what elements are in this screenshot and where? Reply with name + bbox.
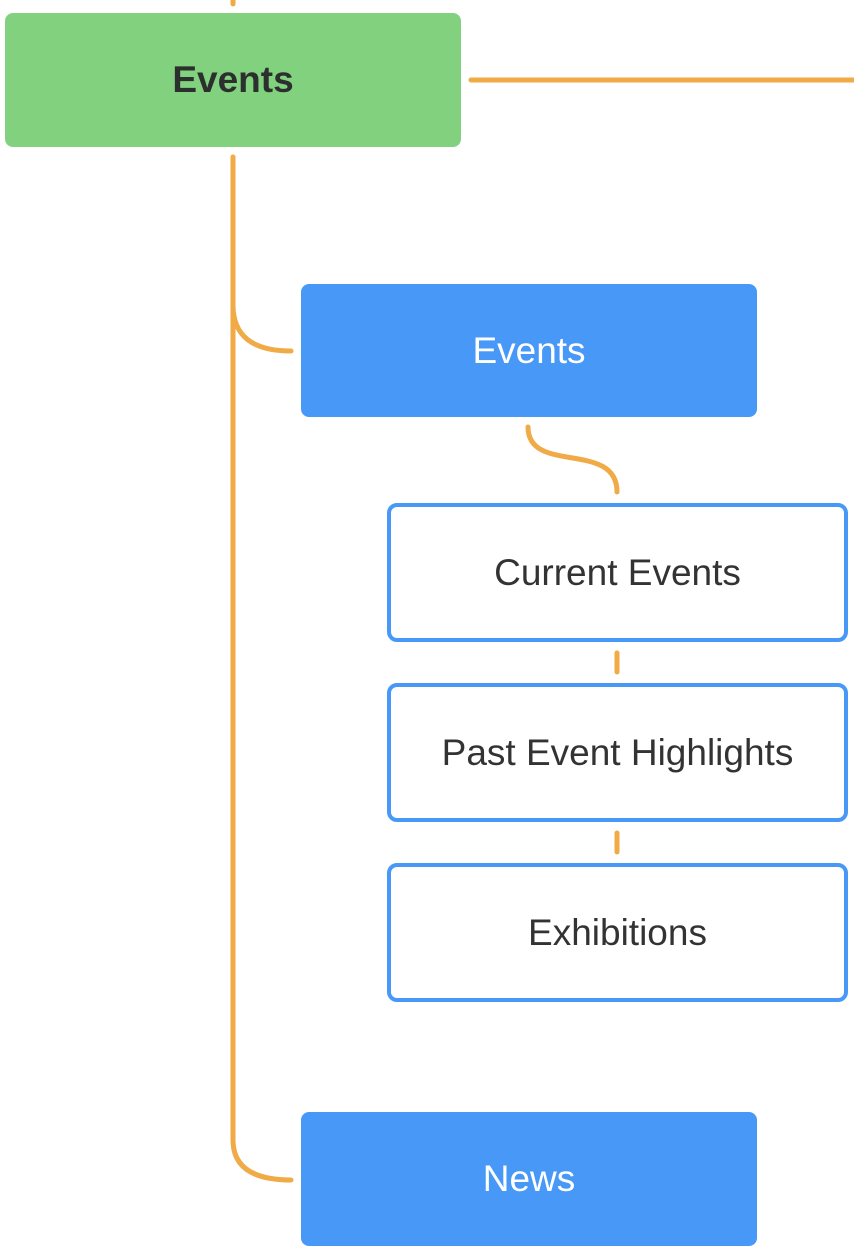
node-label: Events <box>472 329 586 371</box>
node-label: Past Event Highlights <box>441 731 794 773</box>
node-label: News <box>482 1158 576 1199</box>
node-section-news[interactable]: News <box>301 1112 757 1246</box>
connector-trunk-to-news <box>230 1137 294 1183</box>
node-label: Events <box>172 59 294 100</box>
node-page-exhibitions[interactable]: Exhibitions <box>387 863 848 1002</box>
node-page-past-event-highlights[interactable]: Past Event Highlights <box>387 683 848 822</box>
node-section-events[interactable]: Events <box>301 284 757 417</box>
node-page-current-events[interactable]: Current Events <box>387 503 848 642</box>
connector-trunk-to-events <box>230 302 294 354</box>
node-label: Exhibitions <box>528 911 707 953</box>
node-label: Current Events <box>494 551 741 593</box>
connector-events-to-current <box>525 424 620 495</box>
node-root-events[interactable]: Events <box>5 13 461 147</box>
